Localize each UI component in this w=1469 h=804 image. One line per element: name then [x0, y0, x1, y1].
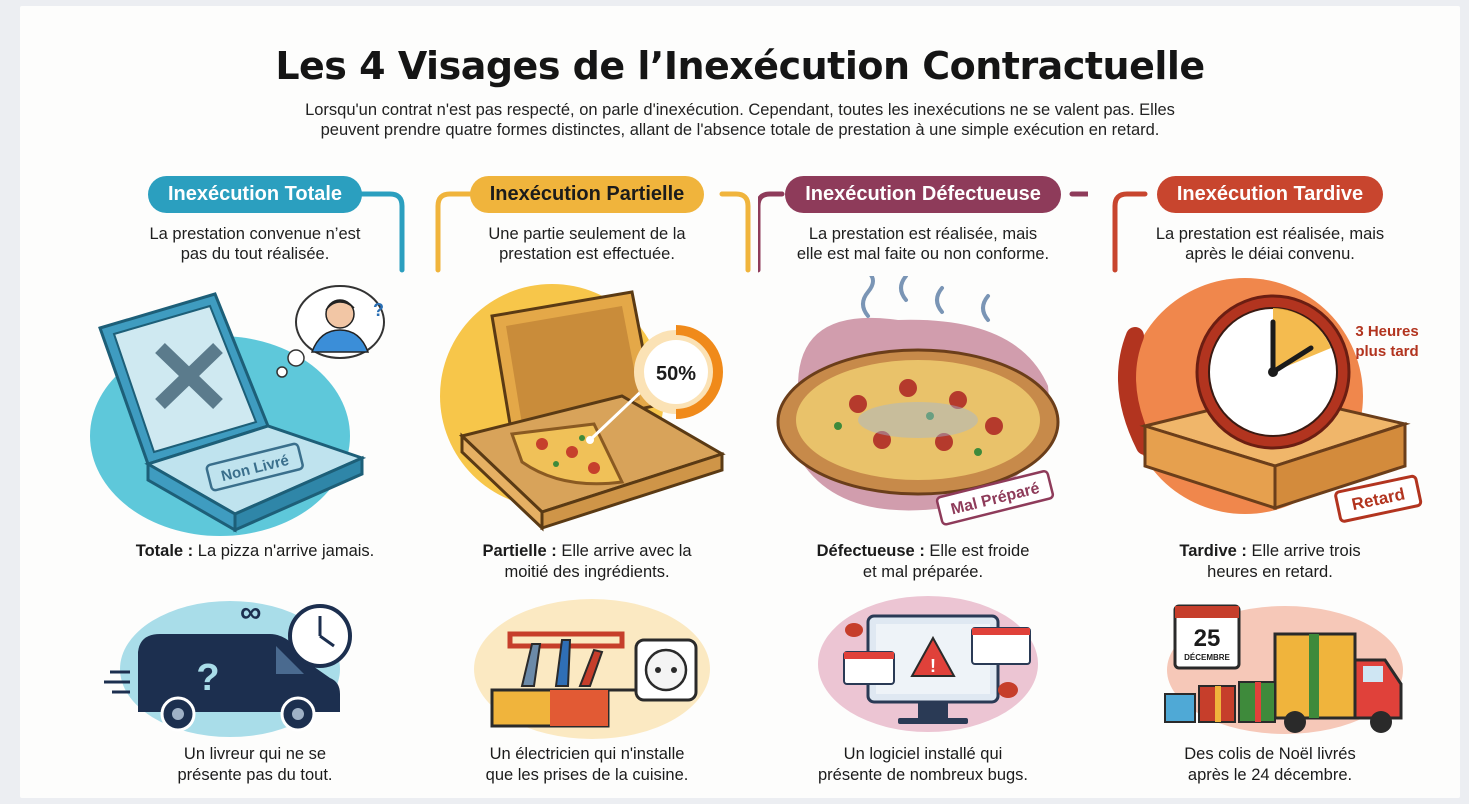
label-pill-totale: Inexécution Totale [147, 176, 363, 213]
desc-totale-line2: pas du tout réalisée. [180, 245, 330, 263]
toolbox-outlet-illustration [474, 599, 710, 739]
desc-partielle: Une partie seulement de la prestation es… [437, 224, 737, 264]
clock-icon [288, 604, 352, 668]
delivery-van-illustration: ? ∞ [104, 596, 352, 737]
example-pizza-tardive: Tardive : Elle arrive trois heures en re… [1179, 542, 1361, 581]
example-pizza-defectueuse: Défectueuse : Elle est froide et mal pré… [816, 542, 1030, 581]
column-totale: Inexécution Totale La prestation convenu… [90, 6, 420, 798]
burnt-pizza [776, 348, 1060, 496]
clock-label-1: 3 Heures [1355, 323, 1418, 340]
desc-tardive: La prestation est réalisée, mais après l… [1120, 224, 1420, 264]
connector-line-partielle [435, 191, 751, 273]
stamp-retard: Retard [1334, 474, 1423, 523]
desc-totale-line1: La prestation convenue n’est [149, 225, 361, 243]
desc-defectueuse-line2: elle est mal faite ou non conforme. [796, 245, 1050, 263]
svg-text:!: ! [930, 656, 936, 676]
column-tardive: Inexécution Tardive La prestation est ré… [1105, 6, 1435, 798]
infinity-icon: ∞ [240, 596, 261, 629]
desc-defectueuse: La prestation est réalisée, mais elle es… [773, 224, 1073, 264]
desc-tardive-line2: après le déiai convenu. [1185, 245, 1355, 263]
calendar-icon: 25 DÉCEMBRE [1173, 604, 1241, 670]
half-pizza [509, 422, 625, 486]
bad-pizza-illustration: Mal Préparé [776, 276, 1060, 526]
connector-line-totale [355, 191, 405, 273]
percent-badge: 50% [634, 325, 723, 419]
toolbox-icon [490, 631, 625, 728]
buggy-software-illustration: ! [818, 596, 1038, 732]
x-mark-icon [155, 342, 223, 410]
svg-text:25: 25 [1194, 625, 1221, 652]
clock-icon [1195, 294, 1351, 450]
example2-totale: Un livreur qui ne se présente pas du tou… [177, 745, 333, 784]
example2-tardive: Des colis de Noël livrés après le 24 déc… [1184, 745, 1356, 784]
label-pill-partielle: Inexécution Partielle [469, 176, 705, 213]
wall-outlet-icon [608, 638, 698, 702]
thinking-person-bubble: ? [276, 285, 385, 378]
van-question-icon: ? [104, 634, 340, 732]
desc-defectueuse-line1: La prestation est réalisée, mais [808, 225, 1038, 243]
empty-pizza-box-illustration: Non Livré ? [90, 285, 385, 536]
label-pill-defectueuse: Inexécution Défectueuse [785, 176, 1061, 213]
svg-text:DÉCEMBRE: DÉCEMBRE [1184, 653, 1230, 662]
page-title: Les 4 Visages de l’Inexécution Contractu… [275, 44, 1205, 88]
svg-text:?: ? [196, 657, 219, 699]
example-pizza-partielle: Partielle : Elle arrive avec la moitié d… [482, 542, 692, 581]
example2-defectueuse: Un logiciel installé qui présente de nom… [817, 745, 1029, 784]
desc-partielle-line2: prestation est effectuée. [499, 245, 675, 263]
question-mark-icon: ? [373, 300, 384, 320]
desc-partielle-line1: Une partie seulement de la [488, 225, 686, 243]
intro-line-1: Lorsqu'un contrat n'est pas respecté, on… [305, 101, 1175, 119]
column-defectueuse: Inexécution Défectueuse La prestation es… [758, 6, 1088, 798]
connector-line-tardive [1112, 191, 1148, 273]
intro-text: Lorsqu'un contrat n'est pas respecté, on… [260, 100, 1220, 140]
computer-bug-icon: ! [843, 614, 1031, 724]
svg-text:50%: 50% [656, 363, 696, 385]
intro-line-2: peuvent prendre quatre formes distinctes… [320, 121, 1160, 139]
connector-line-defectueuse [758, 191, 1088, 273]
desc-totale: La prestation convenue n’est pas du tout… [105, 224, 405, 264]
column-partielle: Inexécution Partielle Une partie seuleme… [422, 6, 752, 798]
example-pizza-totale: Totale : La pizza n'arrive jamais. [135, 542, 375, 560]
gift-truck-icon [1164, 632, 1403, 733]
label-pill-tardive: Inexécution Tardive [1156, 176, 1384, 213]
christmas-delivery-illustration: 25 DÉCEMBRE [1164, 604, 1403, 734]
clock-label-2: plus tard [1355, 343, 1418, 360]
late-clock-pizza-illustration: 3 Heures plus tard Retard [1118, 278, 1423, 523]
desc-tardive-line1: La prestation est réalisée, mais [1155, 225, 1385, 243]
infographic-canvas: Les 4 Visages de l’Inexécution Contractu… [20, 6, 1460, 798]
steam-lines [861, 276, 990, 322]
half-pizza-box-illustration: 50% [440, 284, 726, 532]
example2-partielle: Un électricien qui n'installe que les pr… [485, 745, 689, 784]
